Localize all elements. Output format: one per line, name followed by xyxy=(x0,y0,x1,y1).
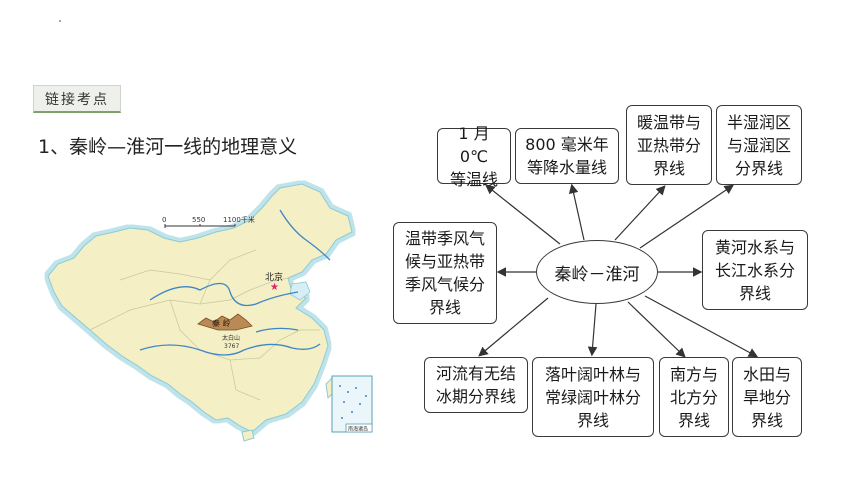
arrow-to-n1 xyxy=(485,184,561,245)
scale-bar xyxy=(164,224,236,228)
page-title: 1、秦岭—淮河一线的地理意义 xyxy=(38,136,298,158)
china-map: 0 550 1100千米 北京 ★ 秦 岭 太白山 3767 南海诸岛 xyxy=(30,180,380,445)
south-sea-inset: 南海诸岛 xyxy=(331,375,373,433)
yellow-river xyxy=(149,282,299,307)
rivers xyxy=(139,209,331,356)
node-river-system-boundary: 黄河水系与 长江水系分 界线 xyxy=(702,230,808,310)
node-800mm-isohyet: 800 毫米年 等降水量线 xyxy=(515,128,619,184)
province-borders xyxy=(89,249,320,401)
mainland-shape xyxy=(47,183,353,433)
beijing-star-icon: ★ xyxy=(270,282,279,293)
huai-river xyxy=(255,327,299,333)
qinling-label: 秦 岭 xyxy=(212,318,231,328)
node-forest-boundary: 落叶阔叶林与 常绿阔叶林分 界线 xyxy=(532,357,654,437)
node-jan-0c-isotherm: 1 月 0℃ 等温线 xyxy=(437,124,511,189)
center-qinling-huaihe: 秦岭－淮河 xyxy=(536,240,658,304)
decorative-dot xyxy=(59,20,61,22)
qinling-range xyxy=(197,313,253,331)
scale-label-1100: 1100千米 xyxy=(223,215,255,224)
section-tag: 链接考点 xyxy=(33,85,121,113)
node-humid-boundary: 半湿润区 与湿润区 分界线 xyxy=(716,105,802,185)
taibai-peak-label: 太白山 xyxy=(222,334,240,342)
beijing-label: 北京 xyxy=(265,271,283,283)
hainan-island xyxy=(241,429,255,442)
arrow-to-n3 xyxy=(614,185,666,241)
northeast-river xyxy=(279,209,331,261)
node-climate-boundary: 温带季风气 候与亚热带 季风气候分 界线 xyxy=(393,222,497,324)
node-north-south-boundary: 南方与 北方分 界线 xyxy=(659,357,729,437)
inset-label: 南海诸岛 xyxy=(348,426,368,433)
node-temperate-subtropical-boundary: 暖温带与 亚热带分 界线 xyxy=(626,105,712,185)
taibai-peak-height: 3767 xyxy=(224,343,239,350)
arrow-to-n2 xyxy=(568,183,585,241)
bohai-sea xyxy=(289,281,311,301)
yangtze-river xyxy=(139,343,321,356)
node-paddy-dryland-boundary: 水田与 旱地分 界线 xyxy=(732,357,802,437)
scale-label-550: 550 xyxy=(192,216,205,224)
node-freeze-boundary: 河流有无结 冰期分界线 xyxy=(424,357,528,413)
arrow-to-n8 xyxy=(587,303,598,357)
scale-label-0: 0 xyxy=(162,216,166,224)
arrow-to-n9 xyxy=(627,301,686,358)
